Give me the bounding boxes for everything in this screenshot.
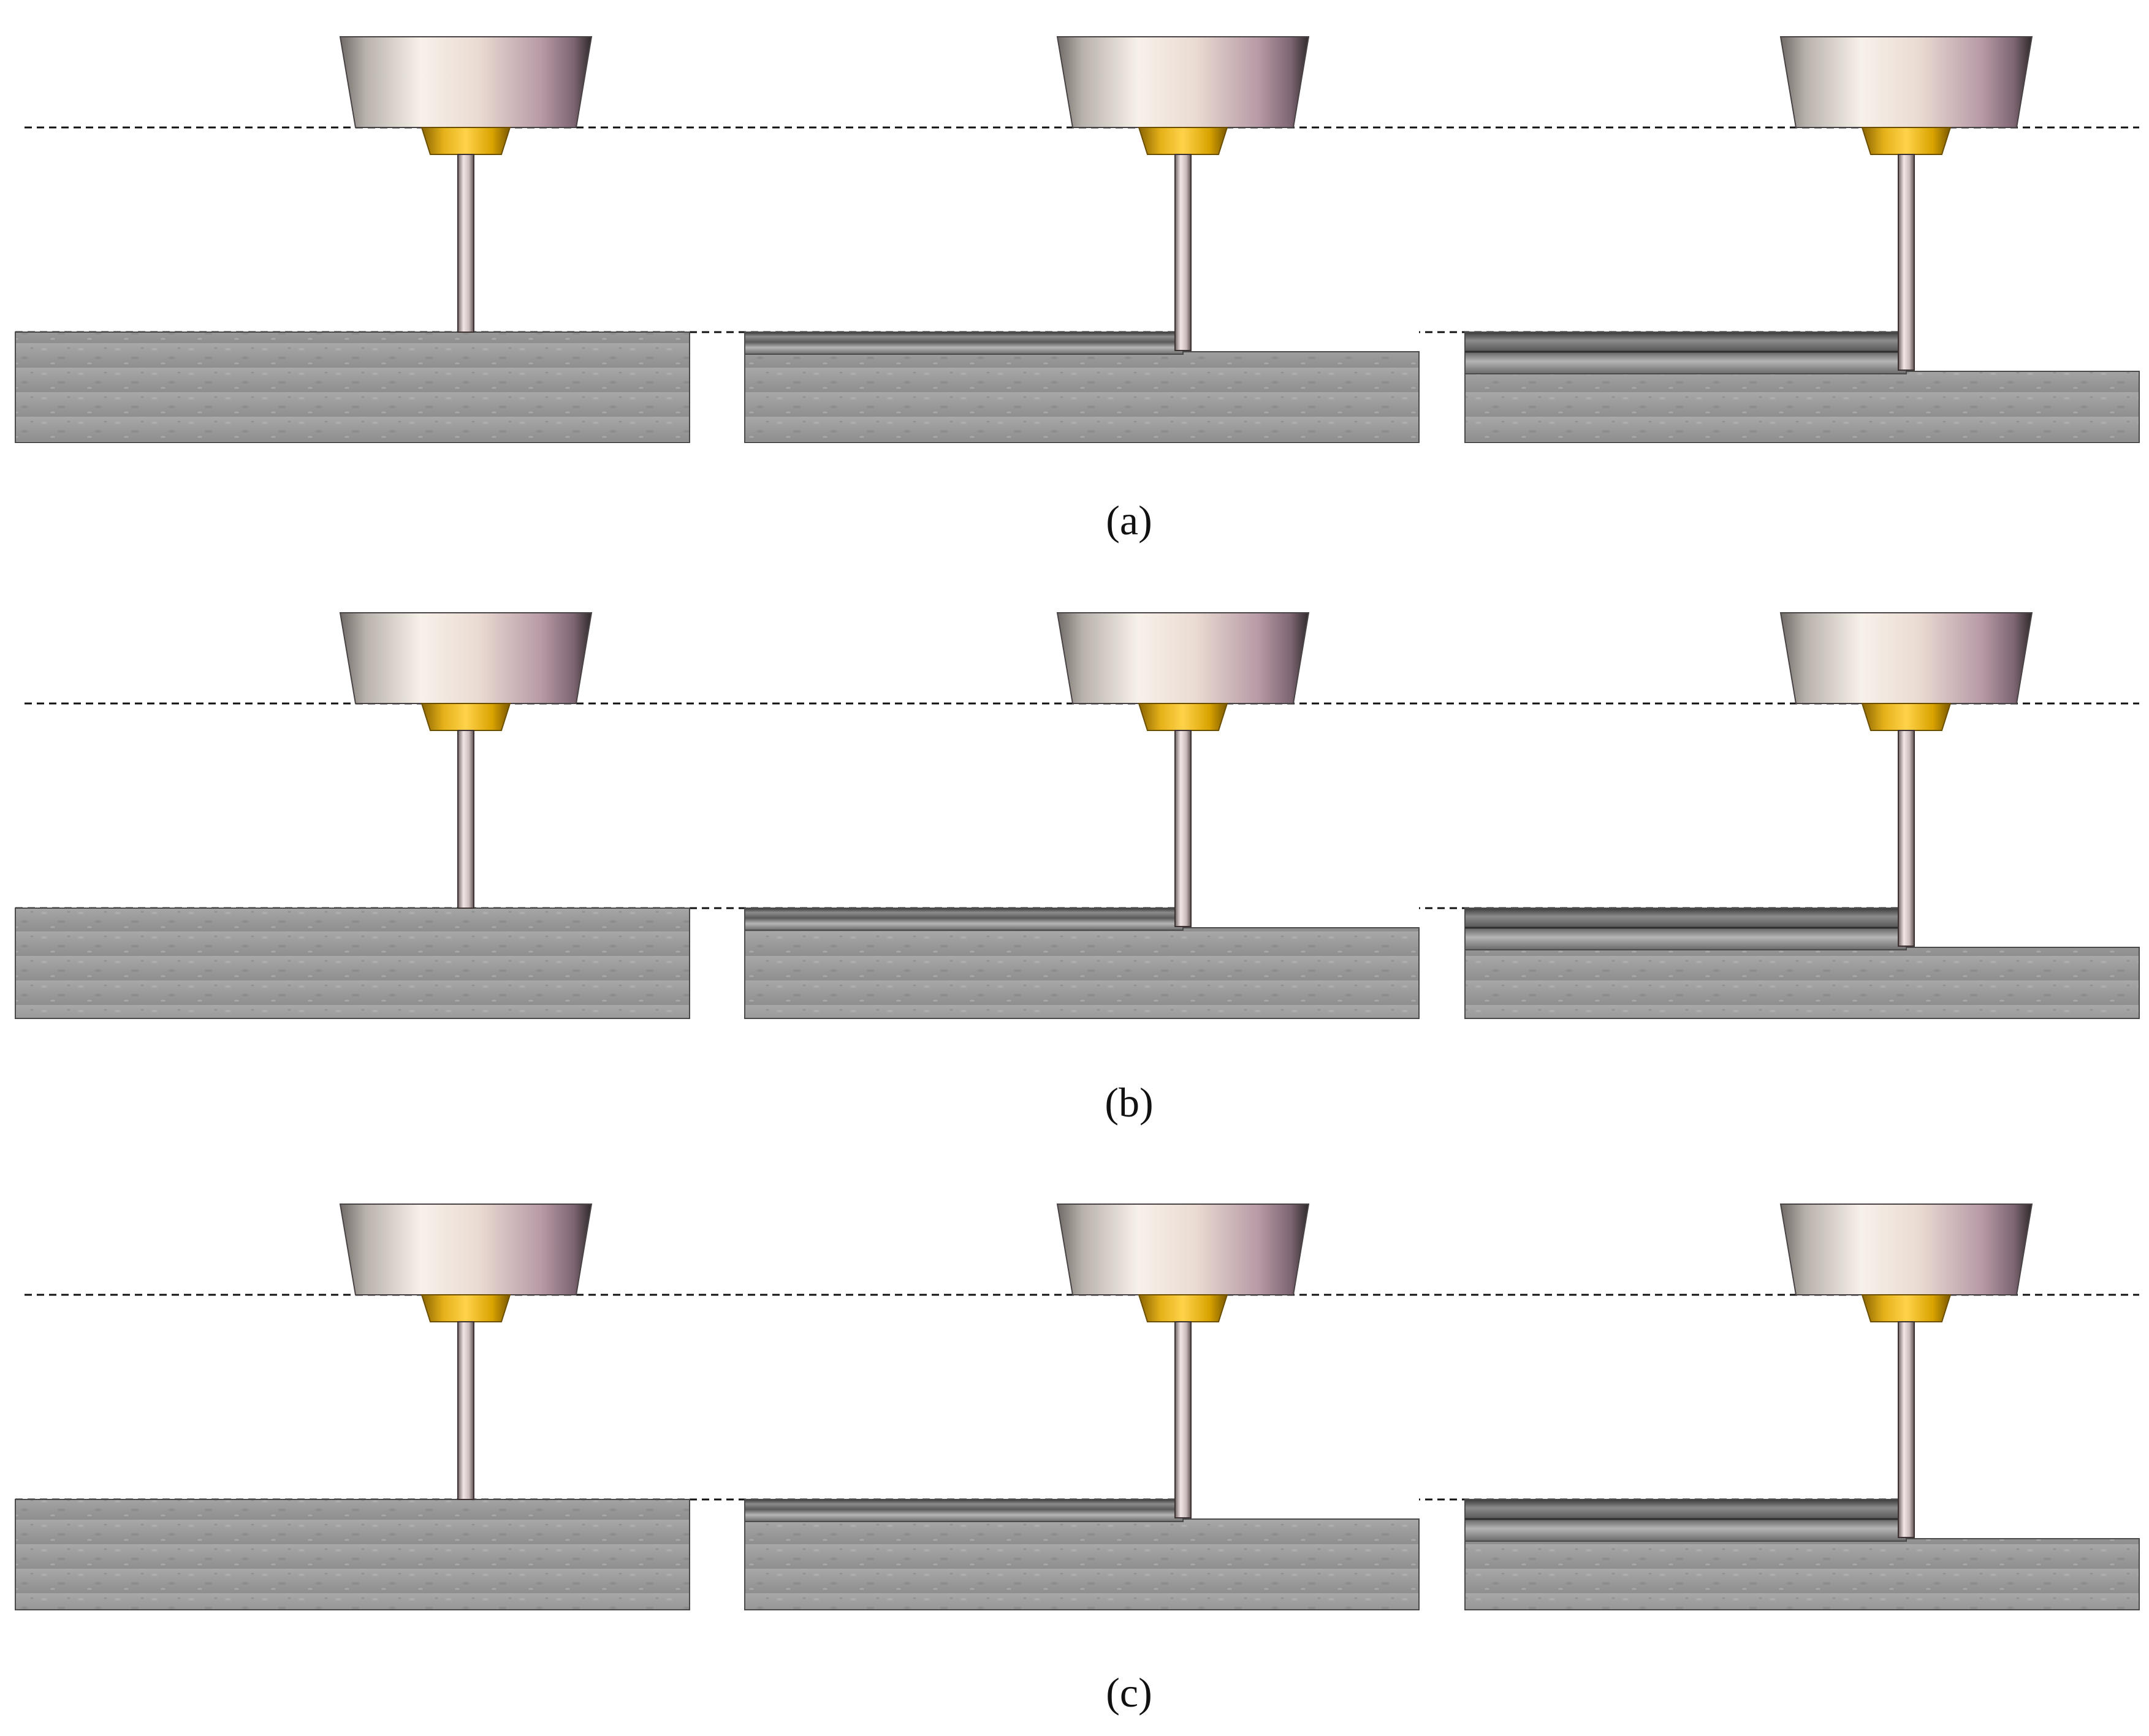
workpiece-block xyxy=(1464,1538,2140,1610)
workpiece-block xyxy=(1464,947,2140,1019)
workpiece-block xyxy=(744,1518,1420,1610)
tool-collet xyxy=(420,1294,511,1322)
end-mill-tool xyxy=(457,1321,474,1500)
step-clearance xyxy=(1906,1498,2139,1538)
end-mill-tool xyxy=(1898,1321,1915,1538)
step-clearance xyxy=(1906,907,2139,947)
workpiece-block xyxy=(15,332,690,443)
spindle-body xyxy=(339,1203,593,1295)
step-clearance xyxy=(1906,331,2139,371)
tool-collet xyxy=(1138,703,1228,731)
workpiece-block xyxy=(15,908,690,1019)
machined-layer-strip xyxy=(744,908,1184,931)
machined-layer-strip xyxy=(744,332,1184,355)
spindle-body xyxy=(339,36,593,128)
tool-collet xyxy=(420,703,511,731)
tool-collet xyxy=(1861,127,1952,155)
step-clearance xyxy=(1183,331,1419,351)
end-mill-tool xyxy=(1898,730,1915,947)
machined-layer-strip xyxy=(1464,908,1907,950)
workpiece-block xyxy=(15,1499,690,1610)
tool-collet xyxy=(1861,703,1952,731)
spindle-body xyxy=(1779,612,2033,704)
workpiece-block xyxy=(744,351,1420,443)
end-mill-tool xyxy=(1174,1321,1192,1518)
machined-layer-strip xyxy=(1464,332,1907,374)
step-clearance xyxy=(1183,1498,1419,1518)
row-a xyxy=(15,36,2140,443)
spindle-body xyxy=(1779,1203,2033,1295)
workpiece-block xyxy=(1464,371,2140,443)
row-b xyxy=(15,612,2140,1019)
step-clearance xyxy=(1183,907,1419,927)
row-c xyxy=(15,1203,2140,1610)
end-mill-tool xyxy=(457,730,474,909)
spindle-body xyxy=(339,612,593,704)
caption-b: (b) xyxy=(1105,1079,1153,1126)
spindle-body xyxy=(1056,36,1310,128)
spindle-body xyxy=(1056,1203,1310,1295)
tool-collet xyxy=(420,127,511,155)
caption-c: (c) xyxy=(1106,1669,1152,1716)
machined-layer-strip xyxy=(1464,1499,1907,1542)
tool-collet xyxy=(1138,127,1228,155)
workpiece-block xyxy=(744,927,1420,1019)
spindle-body xyxy=(1056,612,1310,704)
machined-layer-strip xyxy=(744,1499,1184,1522)
end-mill-tool xyxy=(1174,154,1192,351)
end-mill-tool xyxy=(1174,730,1192,927)
spindle-body xyxy=(1779,36,2033,128)
end-mill-tool xyxy=(457,154,474,333)
tool-collet xyxy=(1861,1294,1952,1322)
tool-collet xyxy=(1138,1294,1228,1322)
caption-a: (a) xyxy=(1106,497,1152,544)
end-mill-tool xyxy=(1898,154,1915,371)
